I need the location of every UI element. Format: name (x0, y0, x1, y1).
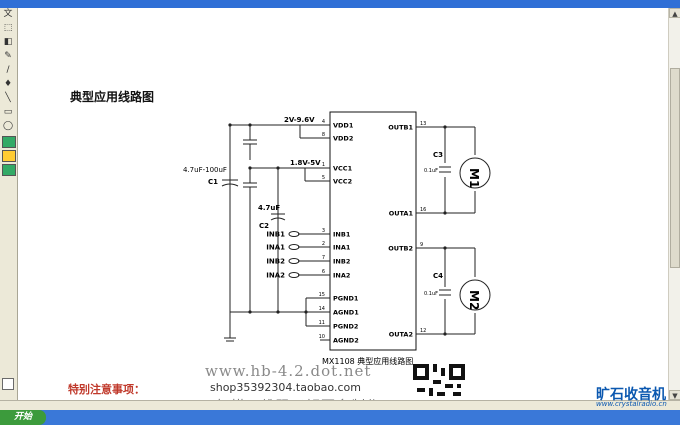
pin-number: 15 (319, 292, 325, 298)
pencil-icon[interactable]: ✎ (4, 50, 12, 61)
motor-m2-label: M2 (467, 290, 481, 310)
pin-number: 6 (322, 269, 325, 275)
brand-url: www.crystalradio.cn (596, 400, 667, 408)
color-swatch[interactable] (2, 164, 16, 176)
input-signal-label: INB2 (266, 258, 285, 266)
fill-icon[interactable]: ♦ (3, 78, 13, 89)
pin-name: INB1 (333, 231, 351, 239)
pin-name: VDD2 (333, 135, 353, 143)
input-signal-label: INA2 (266, 272, 285, 280)
vertical-scrollbar[interactable]: ▲ ▼ (668, 8, 680, 400)
pin-number: 4 (322, 119, 325, 125)
color-swatch[interactable] (2, 136, 16, 148)
c2-name-label: C2 (259, 222, 269, 230)
pin-number: 9 (420, 242, 423, 248)
pin-number: 14 (319, 306, 325, 312)
pin-name: OUTA1 (389, 210, 414, 218)
pin-name: INB2 (333, 258, 350, 266)
c4-name-label: C4 (433, 272, 443, 280)
motor-m1-label: M1 (467, 168, 481, 188)
pin-number: 3 (322, 228, 325, 234)
brand-logo-text: 旷石收音机 (596, 387, 666, 403)
notice-heading: 特别注意事项： (68, 383, 145, 396)
fg-color-icon[interactable] (2, 378, 14, 390)
start-button[interactable]: 开始 (0, 410, 46, 425)
c1-name-label: C1 (208, 178, 218, 186)
page-title: 典型应用线路图 (70, 90, 155, 104)
pin-name: VCC2 (333, 178, 352, 186)
scroll-down-icon[interactable]: ▼ (669, 390, 680, 400)
eraser-icon[interactable]: ◧ (3, 36, 13, 47)
line-icon[interactable]: ╲ (5, 92, 11, 103)
watermark-shop: shop35392304.taobao.com (210, 381, 361, 394)
pin-number: 8 (322, 132, 325, 138)
pin-name: VDD1 (333, 122, 354, 130)
supply-motor-label: 2V-9.6V (284, 116, 315, 124)
pin-number: 5 (322, 175, 325, 181)
pin-name: VCC1 (333, 165, 353, 173)
pin-name: OUTA2 (389, 331, 413, 339)
pin-name: OUTB1 (388, 124, 413, 132)
pin-number: 10 (319, 334, 325, 340)
window-title-bar (0, 0, 680, 8)
toolbox-label: 文 (3, 8, 13, 19)
c2-value-label: 4.7uF (258, 204, 280, 212)
pin-number: 12 (420, 328, 426, 334)
status-bar (0, 400, 680, 411)
select-icon[interactable]: ⬚ (3, 22, 13, 33)
pin-name: OUTB2 (388, 245, 413, 253)
rectangle-icon[interactable]: ▭ (3, 106, 13, 117)
pin-name: INA2 (333, 272, 350, 280)
brush-icon[interactable]: / (6, 64, 10, 75)
pin-number: 2 (322, 241, 325, 247)
watermark-url: www.hb-4.2.dot.net (205, 362, 372, 380)
pin-name: PGND1 (333, 295, 359, 303)
scroll-up-icon[interactable]: ▲ (669, 8, 680, 18)
pin-number: 7 (322, 255, 325, 261)
schematic-caption: MX1108 典型应用线路图 (322, 356, 413, 366)
color-swatch[interactable] (2, 150, 16, 162)
pin-number: 1 (322, 162, 325, 168)
c4-value-label: 0.1uF (424, 291, 438, 297)
taskbar (0, 410, 680, 425)
pin-name: INA1 (333, 244, 351, 252)
input-signal-label: INA1 (266, 244, 285, 252)
c3-value-label: 0.1uF (424, 168, 438, 174)
pin-name: PGND2 (333, 323, 358, 331)
pin-name: AGND2 (333, 337, 359, 345)
input-signal-label: INB1 (266, 231, 285, 239)
pin-number: 11 (319, 320, 325, 326)
pin-number: 16 (420, 207, 426, 213)
c1-value-label: 4.7uF-100uF (183, 166, 227, 174)
ic-body (329, 111, 417, 351)
c3-name-label: C3 (433, 151, 443, 159)
supply-logic-label: 1.8V-5V (290, 159, 321, 167)
ellipse-icon[interactable]: ◯ (2, 120, 14, 131)
pin-name: AGND1 (333, 309, 359, 317)
pin-number: 13 (420, 121, 426, 127)
